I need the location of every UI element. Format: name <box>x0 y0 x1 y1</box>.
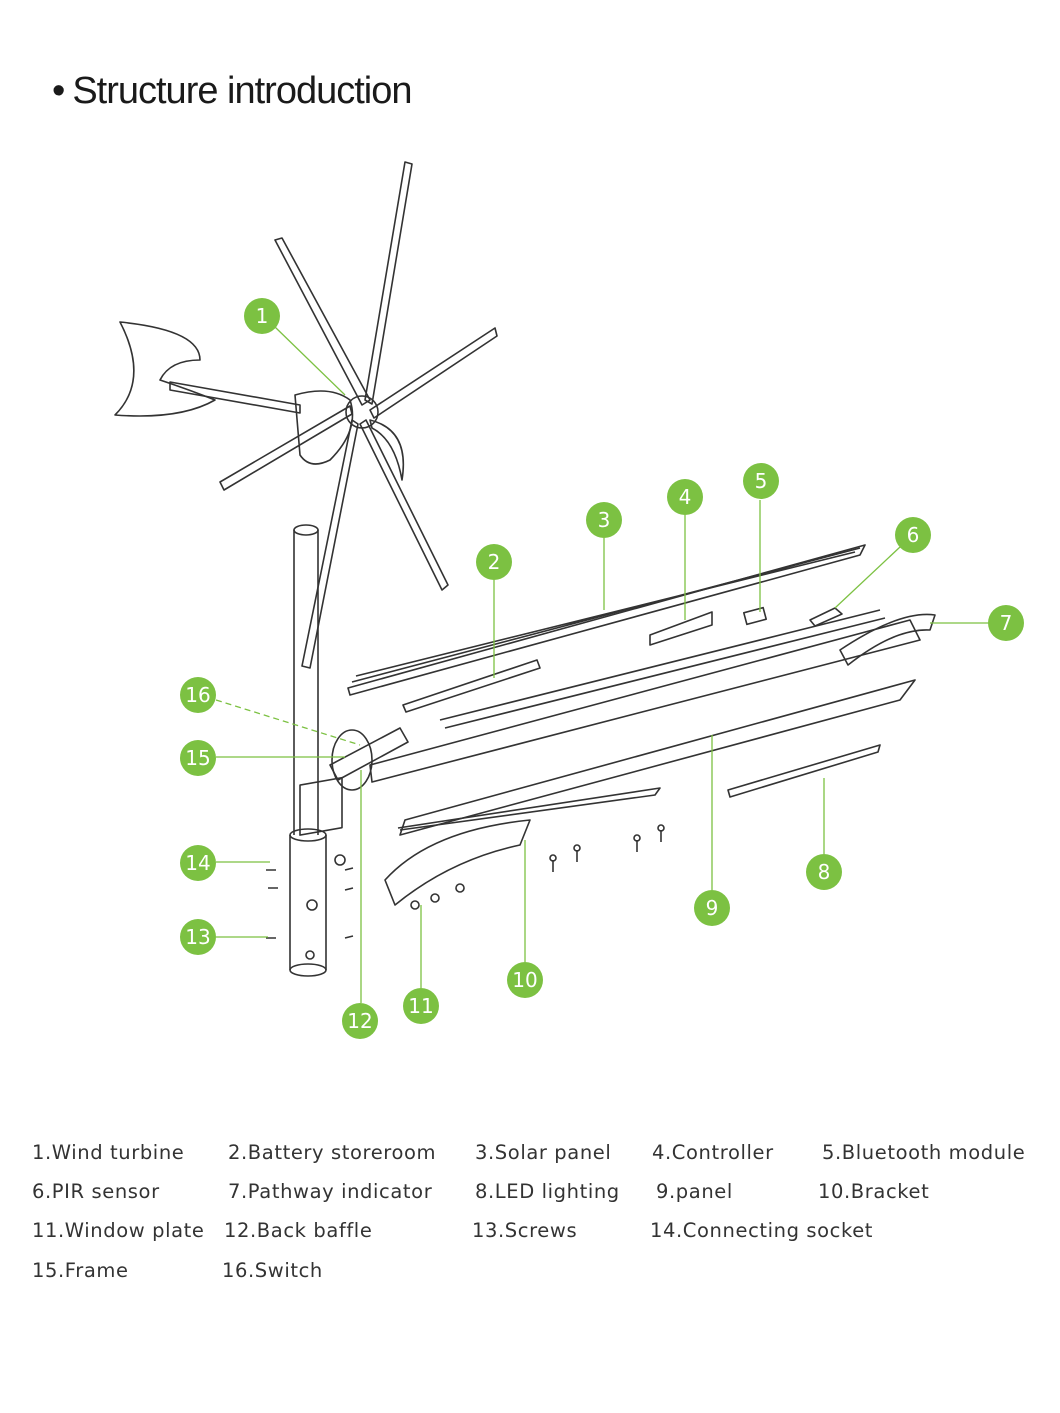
callout-13: 13 <box>180 919 216 955</box>
exploded-diagram <box>114 161 990 1003</box>
callout-15: 15 <box>180 740 216 776</box>
legend-item: 3.Solar panel <box>475 1141 612 1164</box>
housing-art <box>329 609 936 906</box>
callout-12: 12 <box>342 1003 378 1039</box>
bluetooth-art <box>742 606 768 626</box>
parts-legend: 1.Wind turbine 2.Battery storeroom 3.Sol… <box>0 1135 1060 1295</box>
solar-panel-art <box>347 544 866 713</box>
legend-item: 12.Back baffle <box>224 1219 373 1242</box>
callout-9: 9 <box>694 890 730 926</box>
legend-item: 14.Connecting socket <box>650 1219 874 1242</box>
callout-14: 14 <box>180 845 216 881</box>
callout-7: 7 <box>988 605 1024 641</box>
callout-11: 11 <box>403 988 439 1024</box>
callout-6: 6 <box>895 517 931 553</box>
callout-16: 16 <box>180 677 216 713</box>
controller-art <box>649 611 713 646</box>
legend-item: 1.Wind turbine <box>32 1141 185 1164</box>
callout-8: 8 <box>806 854 842 890</box>
callout-4: 4 <box>667 479 703 515</box>
title-bullet: • <box>52 70 65 112</box>
page-title: •Structure introduction <box>52 70 413 113</box>
callout-5: 5 <box>743 463 779 499</box>
legend-item: 11.Window plate <box>32 1219 205 1242</box>
legend-item: 7.Pathway indicator <box>228 1180 433 1203</box>
callout-3: 3 <box>586 502 622 538</box>
pir-art <box>809 607 843 627</box>
bolts <box>410 824 665 910</box>
callout-1: 1 <box>244 298 280 334</box>
screws-left <box>266 867 354 939</box>
legend-item: 2.Battery storeroom <box>228 1141 437 1164</box>
legend-item: 13.Screws <box>472 1219 578 1242</box>
legend-item: 9.panel <box>656 1180 733 1203</box>
legend-item: 5.Bluetooth module <box>822 1141 1026 1164</box>
callout-10: 10 <box>507 962 543 998</box>
legend-item: 6.PIR sensor <box>32 1180 160 1203</box>
legend-item: 15.Frame <box>32 1259 129 1282</box>
title-text: Structure introduction <box>72 70 412 112</box>
legend-item: 4.Controller <box>652 1141 774 1164</box>
pole <box>289 524 346 977</box>
legend-item: 8.LED lighting <box>475 1180 620 1203</box>
legend-item: 16.Switch <box>222 1259 323 1282</box>
callout-2: 2 <box>476 544 512 580</box>
leader-lines <box>215 326 990 1003</box>
wind-turbine <box>114 161 498 669</box>
legend-item: 10.Bracket <box>818 1180 930 1203</box>
